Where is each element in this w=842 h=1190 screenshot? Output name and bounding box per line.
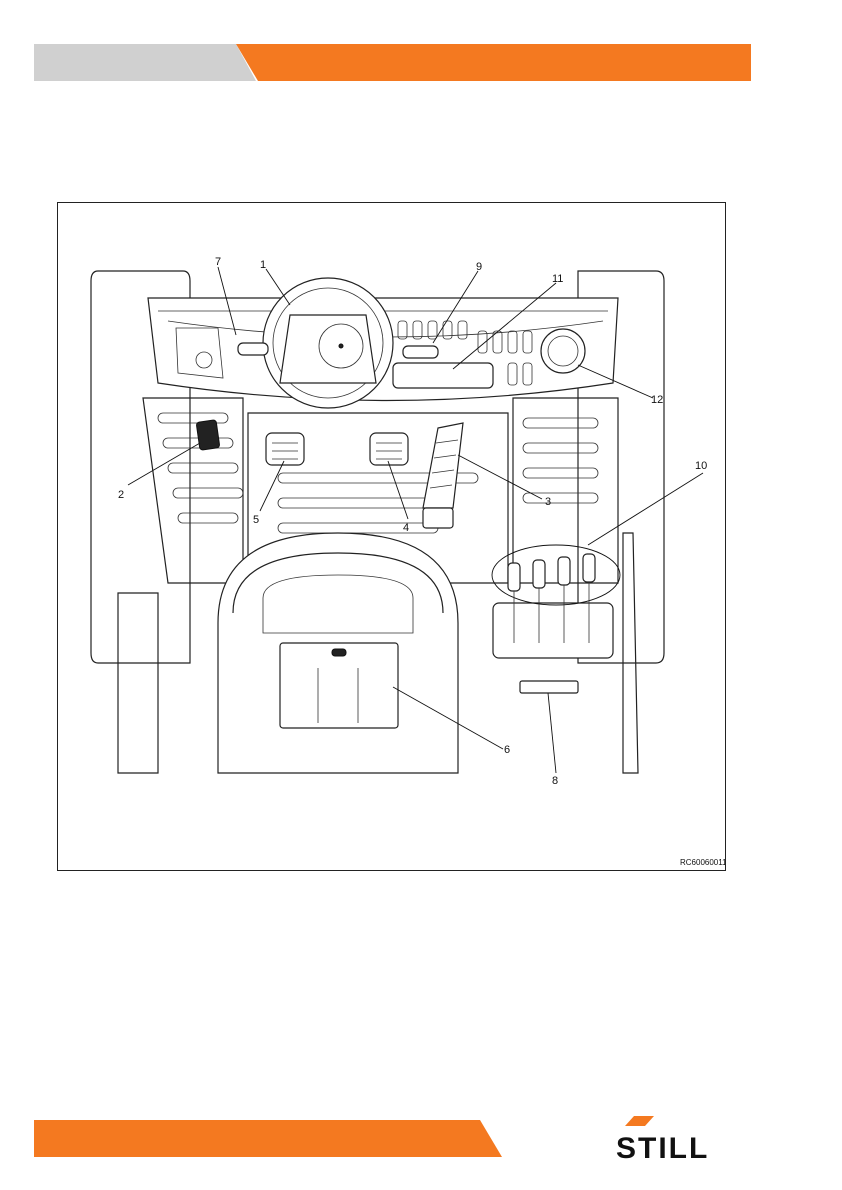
callout-6: 6 (504, 744, 510, 756)
footer-orange-bar (34, 1120, 504, 1157)
header-orange-bar (236, 44, 751, 81)
brake-pedal-right (370, 433, 408, 465)
callout-10: 10 (695, 460, 707, 472)
parking-brake-pedal (196, 420, 220, 451)
callout-3: 3 (545, 496, 551, 508)
callout-7: 7 (215, 256, 221, 268)
callout-11: 11 (552, 273, 563, 285)
floor-mat-left (143, 398, 243, 583)
figure-code: RC60060011 (680, 858, 725, 867)
brake-pedal-left (266, 433, 304, 465)
callout-12: 12 (651, 394, 663, 406)
callout-1: 1 (260, 259, 266, 271)
accelerator-pedal (423, 423, 463, 508)
still-logo-text: STILL (616, 1132, 709, 1162)
display-panel (393, 363, 493, 388)
callout-5: 5 (253, 514, 259, 526)
operator-compartment-figure: 7 1 9 11 12 2 10 3 5 4 6 8 RC60060011 (57, 202, 726, 871)
callout-9: 9 (476, 261, 482, 273)
operator-compartment-drawing: 7 1 9 11 12 2 10 3 5 4 6 8 RC60060011 (58, 203, 725, 870)
left-lever (238, 343, 268, 355)
control-lever-console (493, 603, 613, 658)
callout-4: 4 (403, 522, 409, 534)
callout-2: 2 (118, 489, 124, 501)
operator-seat (218, 533, 458, 773)
still-logo: STILL (612, 1116, 752, 1162)
storage-pocket (520, 681, 578, 693)
floor-mat-right (513, 398, 618, 583)
callout-8: 8 (552, 775, 558, 787)
right-lever (403, 346, 438, 358)
steering-wheel (263, 278, 393, 408)
